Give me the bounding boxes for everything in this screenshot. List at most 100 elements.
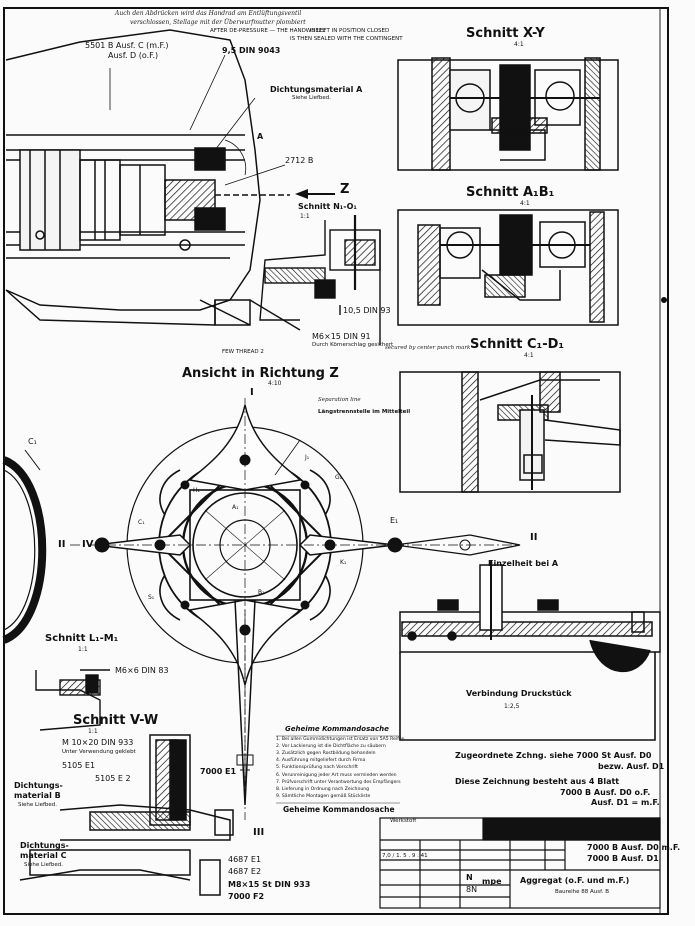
label-m10: M 10×20 DIN 933 (62, 738, 134, 747)
note-item: 3. Zusätzlich gegen Rostbildung behandel… (276, 751, 376, 757)
label-laengstrennstelle: Längstrennstelle im Mittelteil (318, 409, 411, 415)
tb-subtitle: Baureihe 88 Ausf. B (555, 889, 609, 895)
label-105-din: 10,5 DIN 93 (343, 306, 391, 315)
note-item: 9. Sämtliche Montagen gemäß Stückliste (276, 793, 371, 799)
note-en-3: IS THEN SEALED WITH THE CONTINGENT (290, 36, 403, 42)
scale-verbindung: 1:2,5 (504, 703, 520, 710)
note-en-1: AFTER DE-PRESSURE — THE HANDWHEEL (210, 28, 326, 34)
leader-lines-top (109, 54, 286, 186)
scale-c1-d1: 4:1 (524, 352, 534, 359)
label-dichtung-b-sub: Siehe Liefbed. (18, 802, 58, 808)
tb-title: Aggregat (o.F. und m.F.) (520, 876, 630, 885)
label-7000-e1: 7000 E1 (200, 767, 237, 776)
label-5105-e2: 5105 E 2 (95, 774, 131, 783)
label-few-thread: FEW THREAD 2 (222, 349, 264, 355)
title-schnitt-a1-b1: Schnitt A₁B₁ (466, 185, 555, 200)
note-top: Auch den Abdrücken wird das Handrad am E… (115, 10, 302, 17)
tb-drawing-number-2: 7000 B Ausf. D1 (587, 854, 659, 863)
ring-label-7: S₁ (148, 594, 155, 601)
scale-v-w: 1:1 (88, 728, 98, 735)
scale-a1-b1: 4:1 (520, 200, 530, 207)
tb-drawing-number: 7000 B Ausf. D0 m.F. (587, 843, 681, 852)
notes-title: Geheime Kommandosache (285, 725, 389, 733)
label-5105-e1: 5105 E1 (62, 761, 96, 770)
label-e1: E₁ (390, 516, 399, 525)
label-5501: 5501 B Ausf. C (m.F.) (85, 41, 169, 50)
label-m6x6: M6×6 DIN 83 (115, 666, 169, 675)
label-c1: C₁ (28, 437, 37, 446)
note-item: 6. Verunreinigung jeder Art muss vermied… (276, 772, 397, 778)
title-schnitt-n1-o1: Schnitt N₁-O₁ (298, 202, 357, 211)
label-dichtung-c-sub: Siehe Liefbed. (24, 862, 64, 868)
label-dichtung-a-sub: Siehe Liefbed. (292, 95, 332, 101)
roman-ii-left: II (58, 539, 66, 550)
roman-iv: IV (82, 539, 94, 550)
label-4687-e2: 4687 E2 (228, 867, 262, 876)
title-verbindung: Verbindung Druckstück (466, 689, 572, 698)
roman-iii: III (253, 827, 265, 838)
label-dichtung-c: Dichtungs- (20, 841, 69, 850)
scale-ansicht-z: 4:10 (268, 380, 282, 387)
tb-n: N (466, 873, 473, 882)
ring-label-4: C₁ (138, 519, 145, 526)
label-diese-zeichnung: Diese Zeichnung besteht aus 4 Blatt (455, 777, 620, 786)
roman-ii-right: II (530, 532, 538, 543)
section-v-w (19, 734, 234, 896)
ring-label-1: J₁ (305, 454, 310, 461)
ring-label-3: K₁ (340, 559, 347, 566)
label-ausf-2: Ausf. D1 = m.F. (591, 798, 660, 807)
label-geheime-bottom: Geheime Kommandosache (283, 805, 395, 814)
tb-ref: 7,0 / 1. 5 . 9 . 41 (382, 853, 428, 859)
ring-label-5: A₁ (232, 504, 239, 511)
view-direction-z (70, 398, 521, 820)
section-n1-o1 (249, 215, 381, 345)
title-schnitt-v-w: Schnitt V-W (73, 713, 159, 728)
note-item: 7. Prüfvorschrift unter Verantwortung de… (276, 779, 401, 785)
note-item: 8. Lieferung in Ordnung nach Zeichnung (276, 786, 370, 792)
note-item: 4. Ausführung mitgeliefert durch Firma (276, 758, 366, 764)
label-separation-hand: Separation line (318, 397, 361, 403)
note-item: 5. Funktionsprüfung nach Vorschrift (276, 765, 358, 771)
label-7000-f2: 7000 F2 (228, 892, 265, 901)
note-item: 2. Vor Lackierung ist die Dichtfläche zu… (276, 744, 386, 750)
tb-werkstoff: Werkstoff (390, 818, 417, 824)
scale-x-y: 4:1 (514, 41, 524, 48)
label-zugeordnete-2: bezw. Ausf. D1 (598, 762, 665, 771)
title-schnitt-c1-d1: Schnitt C₁-D₁ (470, 337, 565, 352)
scale-l1-m1: 1:1 (78, 646, 88, 653)
title-schnitt-x-y: Schnitt X-Y (466, 26, 545, 41)
side-view-assembly (5, 29, 290, 326)
title-schnitt-l1-m1: Schnitt L₁-M₁ (45, 633, 119, 644)
label-4687-e1: 4687 E1 (228, 855, 262, 864)
notes-list: 1. Bei allen Gummidichtungen ist Ersatz … (276, 737, 405, 802)
label-z: Z (340, 182, 350, 197)
ring-label-0: H₁ (193, 487, 200, 494)
label-m6x15-hand: secured by center punch mark (385, 345, 471, 351)
label-letter-a: A (257, 132, 264, 141)
section-x-y (397, 57, 619, 171)
detail-a (399, 560, 661, 673)
section-l1-m1 (35, 669, 110, 731)
ring-label-2: G₁ (335, 474, 343, 481)
ring-label-6: B₁ (258, 589, 265, 596)
z-arrow (295, 189, 335, 199)
label-dichtung-b-2: material B (14, 791, 61, 800)
label-dichtung-b: Dichtungs- (14, 781, 63, 790)
note-top-2: verschlossen, Stellage mit der Überwurfm… (130, 19, 306, 26)
label-zugeordnete: Zugeordnete Zchng. siehe 7000 St Ausf. D… (455, 751, 652, 760)
label-m8: M8×15 St DIN 933 (228, 880, 311, 889)
left-partial-view (2, 449, 47, 644)
title-ansicht-z: Ansicht in Richtung Z (182, 366, 339, 381)
label-ausf-1: 7000 B Ausf. D0 o.F. (560, 788, 651, 797)
tb-sn: 8N (466, 885, 478, 894)
section-a1-b1 (397, 209, 619, 326)
title-block (379, 817, 661, 909)
label-dichtung-c-2: material C (20, 851, 67, 860)
label-m10-sub: Unter Verwendung geklebt (62, 749, 136, 755)
detail-verbindung (399, 652, 656, 741)
section-c1-d1 (399, 371, 621, 493)
label-95-din: 9,5 DIN 9043 (222, 46, 281, 55)
label-dichtung-a: Dichtungsmaterial A (270, 85, 363, 94)
